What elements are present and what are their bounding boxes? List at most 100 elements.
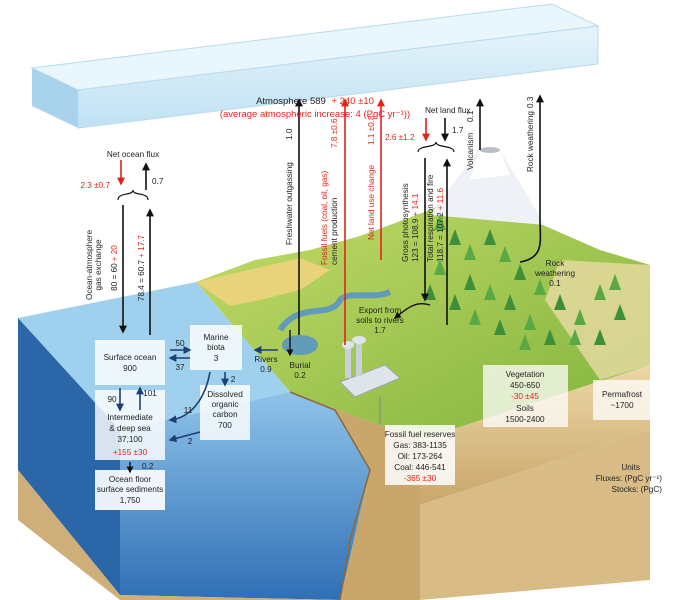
marine-biota-value: 3: [214, 354, 219, 363]
fossil-label-2: cement production: [330, 197, 339, 265]
surface-ocean-label: Surface ocean: [104, 353, 157, 362]
flux-arrows: [116, 94, 544, 474]
export-label-1: Export from: [359, 306, 401, 315]
landuse-value: 1.1 ±0.8: [367, 115, 376, 145]
forest-trees: [424, 214, 626, 350]
flux-2a: 2: [231, 375, 236, 384]
export-label-2: soils to rivers: [356, 316, 404, 325]
sediments-label-2: surface sediments: [97, 485, 163, 494]
permafrost-label: Permafrost: [602, 390, 643, 399]
sediments-label-1: Ocean floor: [109, 475, 152, 484]
intermediate-label-2: & deep sea: [109, 424, 151, 433]
vegetation-change: -30 ±45: [511, 392, 539, 401]
atmosphere-stock: Atmosphere 589: [256, 96, 326, 107]
resp-label: Total respiration and fire: [426, 174, 435, 262]
tree: [594, 329, 606, 345]
tree: [514, 264, 526, 280]
tree: [469, 309, 481, 325]
export-value: 1.7: [374, 326, 386, 335]
flux-90: 90: [107, 395, 117, 404]
fossil-reserves-coal: Coal: 446-541: [394, 463, 446, 472]
tree: [494, 319, 506, 335]
doc-label-2: organic: [212, 400, 239, 409]
atmosphere-labels: Atmosphere 589 + 240 ±10 (average atmosp…: [220, 96, 410, 120]
tree: [554, 294, 566, 310]
soils-label: Soils: [516, 404, 534, 413]
tree: [434, 214, 446, 230]
freshwater-label: Freshwater outgassing: [285, 162, 294, 245]
soils-value: 1500-2400: [505, 415, 545, 424]
ocean-up-flux: 78.4 = 60.7+ 17.7: [137, 234, 146, 301]
vegetation-value: 450-650: [510, 381, 540, 390]
stock-boxes: [95, 325, 651, 510]
rock-weathering-top-value: 0.3: [526, 96, 535, 108]
rock-weathering-top-label: Rock weathering: [526, 111, 535, 172]
freshwater-value: 1.0: [285, 128, 294, 140]
fossil-reserves-oil: Oil: 173-264: [398, 452, 443, 461]
land-box-labels: Vegetation 450-650 -30 ±45 Soils 1500-24…: [385, 370, 643, 483]
land-flux-labels: Freshwater outgassing 1.0 Fossil fuels (…: [254, 96, 575, 380]
tree: [464, 274, 476, 290]
tree: [499, 246, 511, 262]
land-flux-red: 2.6 ±1.2: [385, 133, 415, 142]
surface-ocean-value: 900: [123, 364, 137, 373]
lake: [282, 335, 318, 355]
land-flux-black: 1.7: [452, 126, 464, 135]
tree: [574, 309, 586, 325]
units-fluxes: Fluxes: (PgC yr⁻¹): [596, 474, 662, 483]
burial-label: Burial: [290, 361, 311, 370]
tree: [519, 334, 531, 350]
ocean-flux-red: 2.3 ±0.7: [80, 181, 110, 190]
doc-label-1: Dissolved: [207, 390, 243, 399]
gross-photo-value: 123 = 108.9+ 14.1: [411, 193, 420, 262]
tree: [544, 329, 556, 345]
rock-weathering-label-2: weathering: [534, 269, 576, 278]
tree: [449, 229, 461, 245]
tree: [614, 304, 626, 320]
marine-biota-label-1: Marine: [203, 333, 228, 342]
intermediate-value: 37,100: [117, 435, 142, 444]
tree: [504, 294, 516, 310]
rivers-label: Rivers: [254, 355, 277, 364]
tree: [449, 294, 461, 310]
tree: [484, 229, 496, 245]
units-title: Units: [621, 463, 640, 472]
flux-2b: 2: [188, 437, 193, 446]
sediments-value: 1,750: [120, 496, 141, 505]
ocean-box-labels: Surface ocean 900 50 37 Marine biota 3 9…: [97, 333, 243, 505]
resp-value: 118.7 = 107.2+ 11.6: [436, 187, 445, 262]
fossil-reserves-gas: Gas: 383-1135: [393, 441, 447, 450]
river: [277, 289, 392, 332]
tree: [524, 314, 536, 330]
intermediate-change: +155 ±30: [113, 448, 148, 457]
burial-value: 0.2: [294, 371, 306, 380]
marine-flux-37: 37: [175, 363, 185, 372]
ocean-flux-black: 0.7: [152, 177, 164, 186]
volcano: [430, 147, 545, 225]
net-land-flux-label: Net land flux: [425, 106, 471, 115]
atmosphere-increase: (average atmospheric increase: 4 (PgC yr…: [220, 109, 410, 120]
fossil-reserves-change: -365 ±30: [404, 474, 437, 483]
marine-biota-label-2: biota: [207, 343, 225, 352]
units-legend: Units Fluxes: (PgC yr⁻¹) Stocks: (PgC): [596, 463, 662, 494]
doc-label-3: carbon: [212, 410, 237, 419]
marine-flux-50: 50: [175, 339, 185, 348]
volcanism-value: 0.1: [466, 110, 475, 122]
flux-0-2: 0.2: [142, 462, 154, 471]
fossil-reserves-title: Fossil fuel reserves: [385, 430, 456, 439]
atmosphere-slab: [30, 3, 600, 129]
doc-value: 700: [218, 421, 232, 430]
flux-11: 11: [184, 406, 193, 415]
landuse-label: Net land use change: [367, 164, 376, 240]
vegetation-label: Vegetation: [506, 370, 545, 379]
intermediate-label-1: Intermediate: [107, 413, 153, 422]
tree: [464, 244, 476, 260]
ocean-down-flux: 80 = 60+ 20: [110, 245, 119, 291]
tree: [534, 279, 546, 295]
ocean-flux-labels: Net ocean flux 2.3 ±0.7 0.7 Ocean-atmosp…: [80, 150, 163, 301]
tree: [609, 274, 621, 290]
rock-weathering-label-1: Rock: [546, 259, 566, 268]
fossil-value: 7.8 ±0.6: [330, 118, 339, 148]
flux-101: 101: [143, 389, 157, 398]
